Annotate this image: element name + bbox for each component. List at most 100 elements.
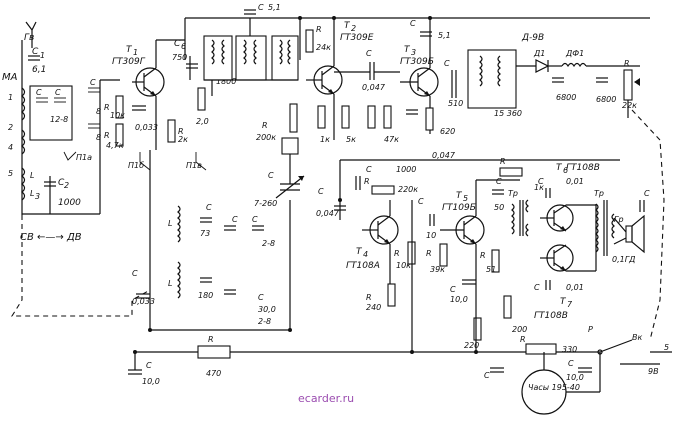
svg-text:1: 1 [133,48,138,57]
c9-value: 1800 [216,77,236,86]
stage-t1: T 1 ГТ309Г R 10к R 4,7к 0,033 R 2к C 6 7… [104,39,236,150]
battery-voltage: 9B [648,367,659,376]
svg-text:T: T [126,45,133,55]
svg-text:3: 3 [411,48,416,57]
r10-value: 47к [384,135,399,144]
c30-value: 50 [494,203,504,212]
battery-number: 5 [664,343,669,352]
svg-text:6: 6 [181,42,186,51]
c1-ref: C [32,47,39,57]
svg-text:C: C [36,88,42,97]
r5-value: 200к [256,133,276,142]
c28-value: 10 [426,231,436,240]
svg-text:8: 8 [96,107,101,116]
lf-choke-label: ДФ1 [565,49,584,58]
svg-text:C: C [146,361,152,370]
misc-2-8-b: 2-8 [258,317,271,326]
svg-text:R: R [366,293,372,302]
watermark: ecarder.ru [298,392,354,405]
svg-text:R: R [394,249,400,258]
detector-section: Д-9B Д1 ДФ1 6800 6800 R 22к [516,33,640,118]
stage-t4: T 4 ГТ108A C 0,047 C 1000 R 220к R 240 R… [316,165,418,352]
c1-value: 6,1 [32,65,46,75]
c15-value: 5,1 [438,31,451,40]
c29-value: 10,0 [450,295,468,304]
power-switch-label: Bк [632,333,642,342]
r16-value: 240 [366,303,381,312]
svg-text:C: C [206,203,212,212]
svg-text:T: T [560,297,567,307]
r4-value: 2к [178,135,188,144]
svg-text:C: C [232,215,238,224]
svg-text:Tp: Tp [594,189,604,198]
svg-text:T: T [356,247,363,257]
stage-t5: T 5 ГТ109Б C 10 R 39к C 10,0 R 51 220 20… [418,179,527,352]
svg-text:4: 4 [8,143,13,152]
trim-12-8: 12-8 [50,115,68,124]
c27-value: 0,047 [316,209,340,218]
t3-type: ГТ309Б [400,57,434,67]
svg-text:L: L [168,279,172,288]
band-switch-caption: CB ←—→ ДB [20,232,82,243]
svg-text:2: 2 [64,181,69,190]
svg-text:2: 2 [8,123,13,132]
svg-text:L: L [30,189,34,198]
svg-text:R: R [104,103,110,112]
svg-text:C: C [252,215,258,224]
svg-text:R: R [520,335,526,344]
tuning-section: П1б П1в L L C 73 180 C C 2-8 C 30,0 2-8 [128,137,305,331]
t5-type: ГТ109Б [442,203,476,213]
svg-text:R: R [480,251,486,260]
switch-p1c-label: П1в [186,161,202,170]
r24-value: 200 [512,325,527,334]
stage-output: Tp C 50 R 1к T 6 ГТ108B T 7 ГТ108B C 0,0… [484,157,650,382]
svg-text:C: C [644,189,650,198]
r21-value: 1к [534,183,544,192]
c32-value: 0,01 [566,283,584,292]
junctions [133,16,478,354]
r8-value: 5к [346,135,356,144]
switch-p1a-label: П1a [76,153,92,162]
svg-text:C: C [268,171,274,180]
c23-value: 180 [198,291,213,300]
r17-value: 10к [396,261,411,270]
stage-t2: T 2 ГТ309E R 24к R 200к 1к 5к C 0,047 47… [256,18,400,144]
svg-text:C: C [496,177,502,186]
antenna-label: Гв [24,33,34,43]
c31-value: 0,01 [566,177,584,186]
svg-text:T: T [456,191,463,201]
svg-text:C: C [366,49,372,58]
r13-value: 22к [622,101,637,110]
svg-text:C: C [484,371,490,380]
svg-text:6: 6 [563,166,568,175]
svg-text:R: R [624,59,630,68]
svg-text:T: T [344,21,351,31]
c1-subscript: 1 [40,51,45,60]
svg-text:4: 4 [363,250,368,259]
c36-value: 1000 [396,165,416,174]
r6-value: 24к [316,43,331,52]
svg-text:5: 5 [8,169,13,178]
svg-text:C: C [132,269,138,278]
svg-text:1: 1 [8,93,13,102]
r2-value: 10к [110,111,125,120]
r14-value: 470 [206,369,221,378]
t4-type: ГТ108A [346,261,380,271]
r7-value: 1к [320,135,330,144]
svg-text:C: C [258,293,264,302]
svg-text:C: C [90,78,96,87]
svg-text:Tp: Tp [508,189,518,198]
clock-label: Часы 195-40 [528,383,580,392]
relay-p-label: P [588,325,593,334]
c14-value: 5,1 [268,3,281,12]
speaker-type: 0,1ГД [612,255,635,264]
r18-value: 39к [430,265,445,274]
t1-type: ГТ309Г [112,57,146,67]
svg-text:C: C [318,187,324,196]
r25-value: 330 [562,345,577,354]
r11-value: 620 [440,127,455,136]
volume-switch-linkage [631,109,665,341]
svg-text:R: R [208,335,214,344]
svg-text:C: C [55,88,61,97]
svg-text:2,0: 2,0 [196,117,209,126]
